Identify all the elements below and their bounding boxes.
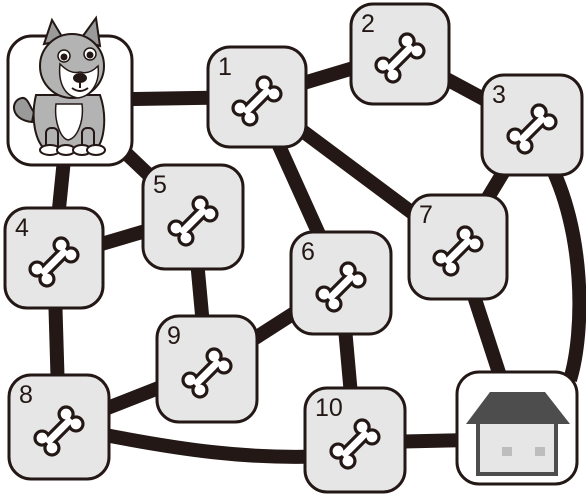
bone-tile-6[interactable]: 6 [289, 230, 393, 336]
tile-number: 7 [419, 201, 433, 229]
tile-number: 4 [15, 214, 29, 242]
bone-tile-4[interactable]: 4 [3, 206, 105, 310]
bone-tile-5[interactable]: 5 [141, 163, 245, 271]
tile-number: 3 [492, 81, 506, 109]
tile-number: 9 [167, 322, 181, 350]
dog-icon [13, 15, 106, 156]
tile-number: 10 [315, 394, 343, 422]
bone-tile-1[interactable]: 1 [206, 45, 308, 149]
bone-tile-10[interactable]: 10 [303, 386, 407, 494]
path-3-house [541, 156, 586, 383]
tile-number: 5 [153, 171, 167, 199]
path-8-10 [88, 425, 331, 464]
start-tile-dog[interactable] [6, 15, 134, 167]
tile-number: 2 [361, 10, 375, 38]
tile-number: 8 [19, 381, 33, 409]
tile-number: 6 [301, 238, 315, 266]
bone-tile-8[interactable]: 8 [7, 373, 111, 481]
bone-tile-7[interactable]: 7 [407, 193, 509, 301]
goal-tile-house[interactable] [455, 370, 579, 486]
tile-number: 1 [218, 53, 232, 81]
bone-tiles: 1 2 3 4 5 6 7 8 9 10 [3, 2, 584, 494]
bone-tile-3[interactable]: 3 [480, 73, 584, 177]
bone-tile-9[interactable]: 9 [155, 314, 259, 424]
bone-tile-2[interactable]: 2 [349, 2, 451, 106]
house-icon [466, 392, 570, 476]
